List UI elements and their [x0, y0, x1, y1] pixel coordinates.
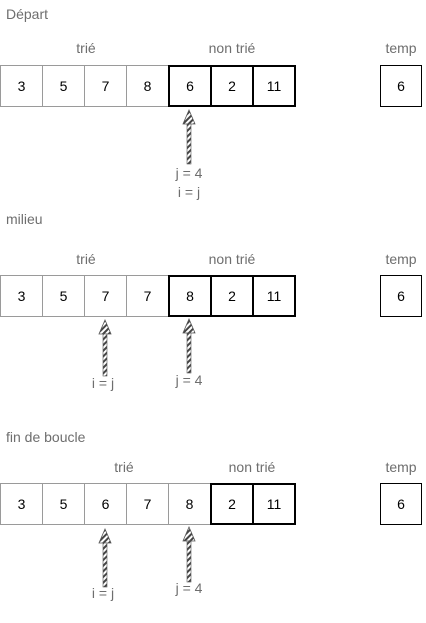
temp-box: 6 — [380, 275, 422, 317]
array-cell: 6 — [168, 65, 212, 107]
array-cell: 8 — [168, 275, 212, 317]
array-cell: 7 — [126, 275, 169, 317]
array-cell: 11 — [252, 483, 296, 525]
sorted-label: trié — [114, 459, 134, 475]
section-title-depart: Départ — [6, 6, 49, 22]
array-cell: 6 — [84, 483, 127, 525]
temp-label: temp — [385, 251, 417, 267]
pointer-label-j: j = 4 — [175, 580, 203, 596]
temp-box: 6 — [380, 483, 422, 525]
temp-label: temp — [385, 40, 417, 56]
array-cell: 5 — [42, 275, 85, 317]
array-cell: 8 — [126, 65, 169, 107]
array-cell: 5 — [42, 65, 85, 107]
array-cell: 11 — [252, 65, 296, 107]
array-cell: 7 — [84, 275, 127, 317]
array-cell: 2 — [210, 483, 254, 525]
array-row-depart: 3 5 7 8 6 2 11 6 — [0, 65, 426, 107]
pointer-label-i: i = j — [91, 585, 115, 601]
array-cell: 7 — [84, 65, 127, 107]
section-title-fin-de-boucle: fin de boucle — [6, 429, 86, 445]
unsorted-label: non trié — [228, 459, 276, 475]
array-row-fin-de-boucle: 3 5 6 7 8 2 11 6 — [0, 483, 426, 525]
unsorted-label: non trié — [208, 40, 256, 56]
array-cell: 2 — [210, 275, 254, 317]
temp-box: 6 — [380, 65, 422, 107]
up-arrow-icon — [98, 318, 112, 377]
sorted-label: trié — [76, 40, 96, 56]
pointer-label-j: j = 4 — [175, 165, 203, 181]
sorted-label: trié — [76, 251, 96, 267]
array-cell: 3 — [0, 483, 43, 525]
pointer-label-j: j = 4 — [175, 372, 203, 388]
array-cell: 3 — [0, 275, 43, 317]
array-cell: 3 — [0, 65, 43, 107]
section-title-milieu: milieu — [6, 211, 43, 227]
array-cell: 5 — [42, 483, 85, 525]
array-cell: 11 — [252, 275, 296, 317]
pointer-label-i: i = j — [91, 375, 115, 391]
up-arrow-icon — [182, 108, 196, 165]
up-arrow-icon — [98, 527, 112, 588]
array-row-milieu: 3 5 7 7 8 2 11 6 — [0, 275, 426, 317]
up-arrow-icon — [182, 317, 196, 374]
array-cell: 7 — [126, 483, 169, 525]
temp-label: temp — [385, 459, 417, 475]
up-arrow-icon — [182, 525, 196, 583]
pointer-label-i: i = j — [177, 184, 201, 200]
unsorted-label: non trié — [208, 251, 256, 267]
array-cell: 8 — [168, 483, 211, 525]
array-cell: 2 — [210, 65, 254, 107]
